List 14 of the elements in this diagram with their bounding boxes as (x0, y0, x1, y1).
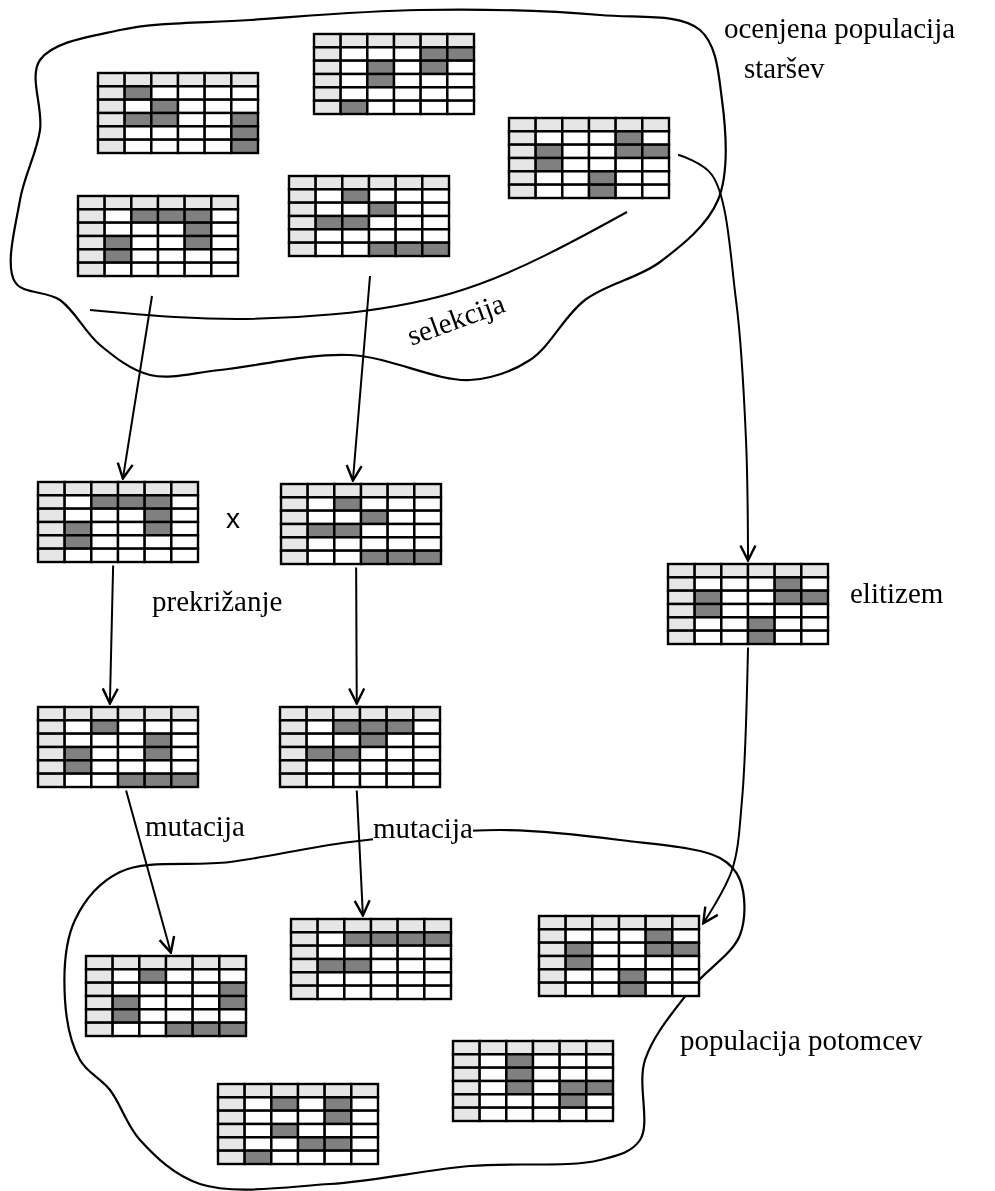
arrow (677, 153, 757, 562)
population-title: ocenjena populacija staršev (724, 11, 957, 86)
arrow (345, 275, 371, 482)
arrow (125, 789, 176, 954)
cross-symbol: x (226, 503, 240, 535)
arrow (348, 566, 366, 705)
arrow (353, 789, 371, 917)
arrow (101, 564, 119, 705)
process-label: selekcija (402, 286, 509, 352)
population-title: populacija potomcev (680, 1023, 924, 1058)
arrow (116, 295, 153, 480)
step-label: elitizem (850, 578, 944, 608)
arrow (702, 646, 749, 925)
process-label: prekrižanje (152, 585, 283, 617)
